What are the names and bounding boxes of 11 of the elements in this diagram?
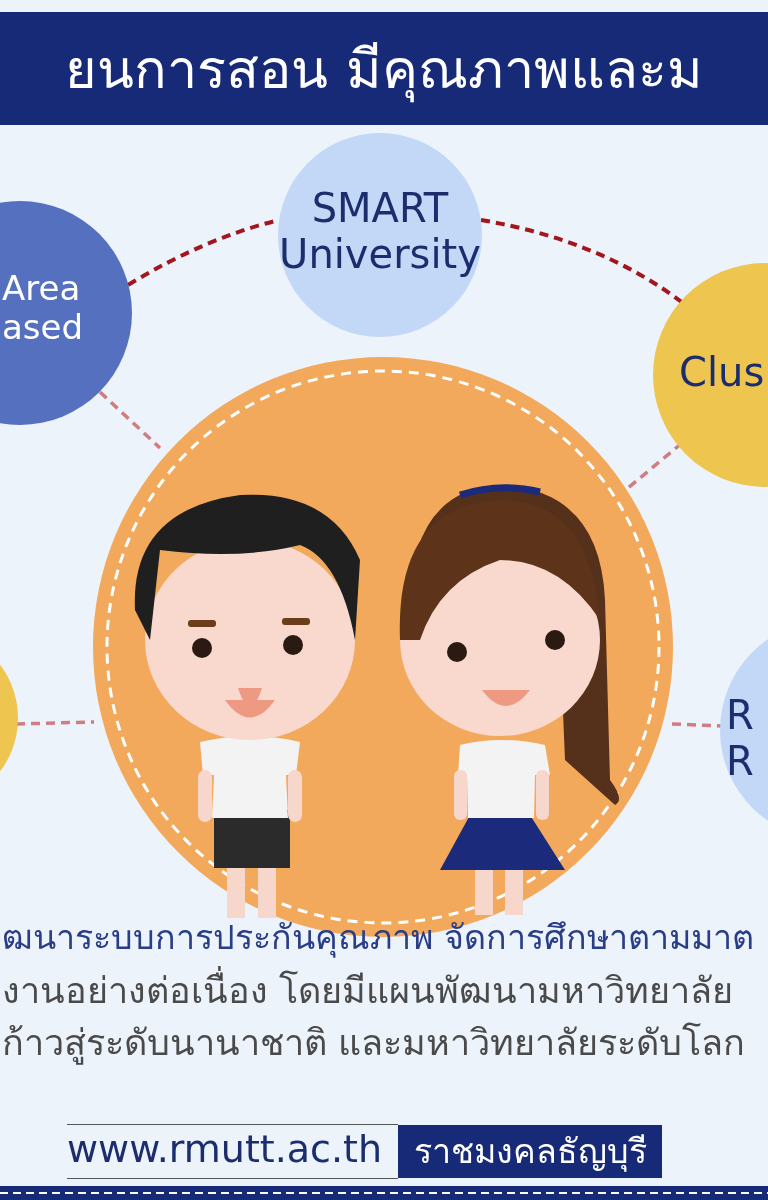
circle-label: R R (726, 692, 755, 784)
body-text-line: ฒนาระบบการประกันคุณภาพ จัดการศึกษาตามมาต (2, 918, 754, 958)
circle-label: Clus (679, 349, 766, 395)
title-banner: ยนการสอน มีคุณภาพและม (0, 12, 768, 125)
circle-label: Area ased (2, 269, 85, 348)
dashed-connector (15, 720, 95, 726)
body-text-line: ก้าวสู่ระดับนานาชาติ และมหาวิทยาลัยระดับโลก (2, 1022, 746, 1064)
dashed-connector (98, 390, 162, 450)
name-banner: ราชมงคลธัญบุรี (398, 1125, 662, 1178)
website-address: www.rmutt.ac.th (67, 1128, 382, 1172)
circle-label: SMART University (278, 185, 482, 277)
